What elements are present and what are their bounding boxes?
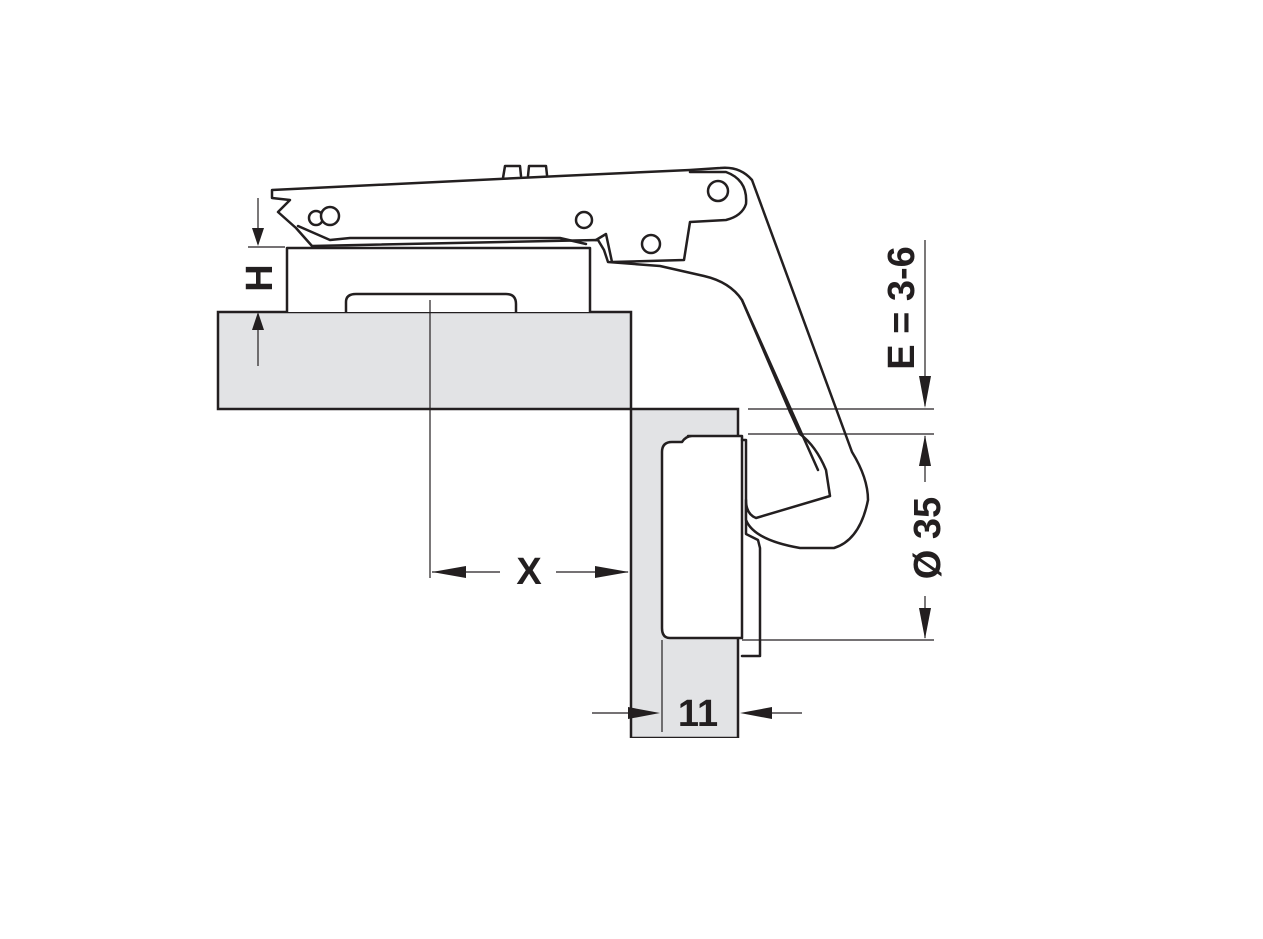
h-arrow-up — [252, 312, 264, 330]
e-label: E = 3-6 — [881, 246, 923, 370]
h-arrow-down — [252, 228, 264, 246]
e-arrow-down — [919, 376, 931, 408]
arm-detail — [296, 170, 748, 264]
dia-arrow-up — [919, 435, 931, 466]
hinge-arm — [270, 166, 870, 550]
eleven-arrow-right — [628, 707, 660, 719]
dia-arrow-down — [919, 608, 931, 639]
pivot-circle — [640, 233, 662, 255]
eleven-arrow-left — [740, 707, 772, 719]
diameter-label: Ø 35 — [907, 497, 949, 579]
x-label: X — [516, 551, 542, 593]
top-panel — [216, 310, 633, 411]
x-arrow-left — [432, 566, 466, 578]
pivot-circle — [319, 205, 341, 227]
pivot-circle — [706, 179, 730, 203]
cup-flange — [740, 438, 762, 658]
plate-slot — [344, 292, 518, 312]
x-arrow-right — [595, 566, 629, 578]
h-label: H — [239, 264, 281, 291]
cup-recess — [660, 434, 744, 640]
arm-bumps — [501, 164, 549, 180]
pivot-circle — [574, 210, 594, 230]
eleven-label: 11 — [678, 693, 718, 735]
